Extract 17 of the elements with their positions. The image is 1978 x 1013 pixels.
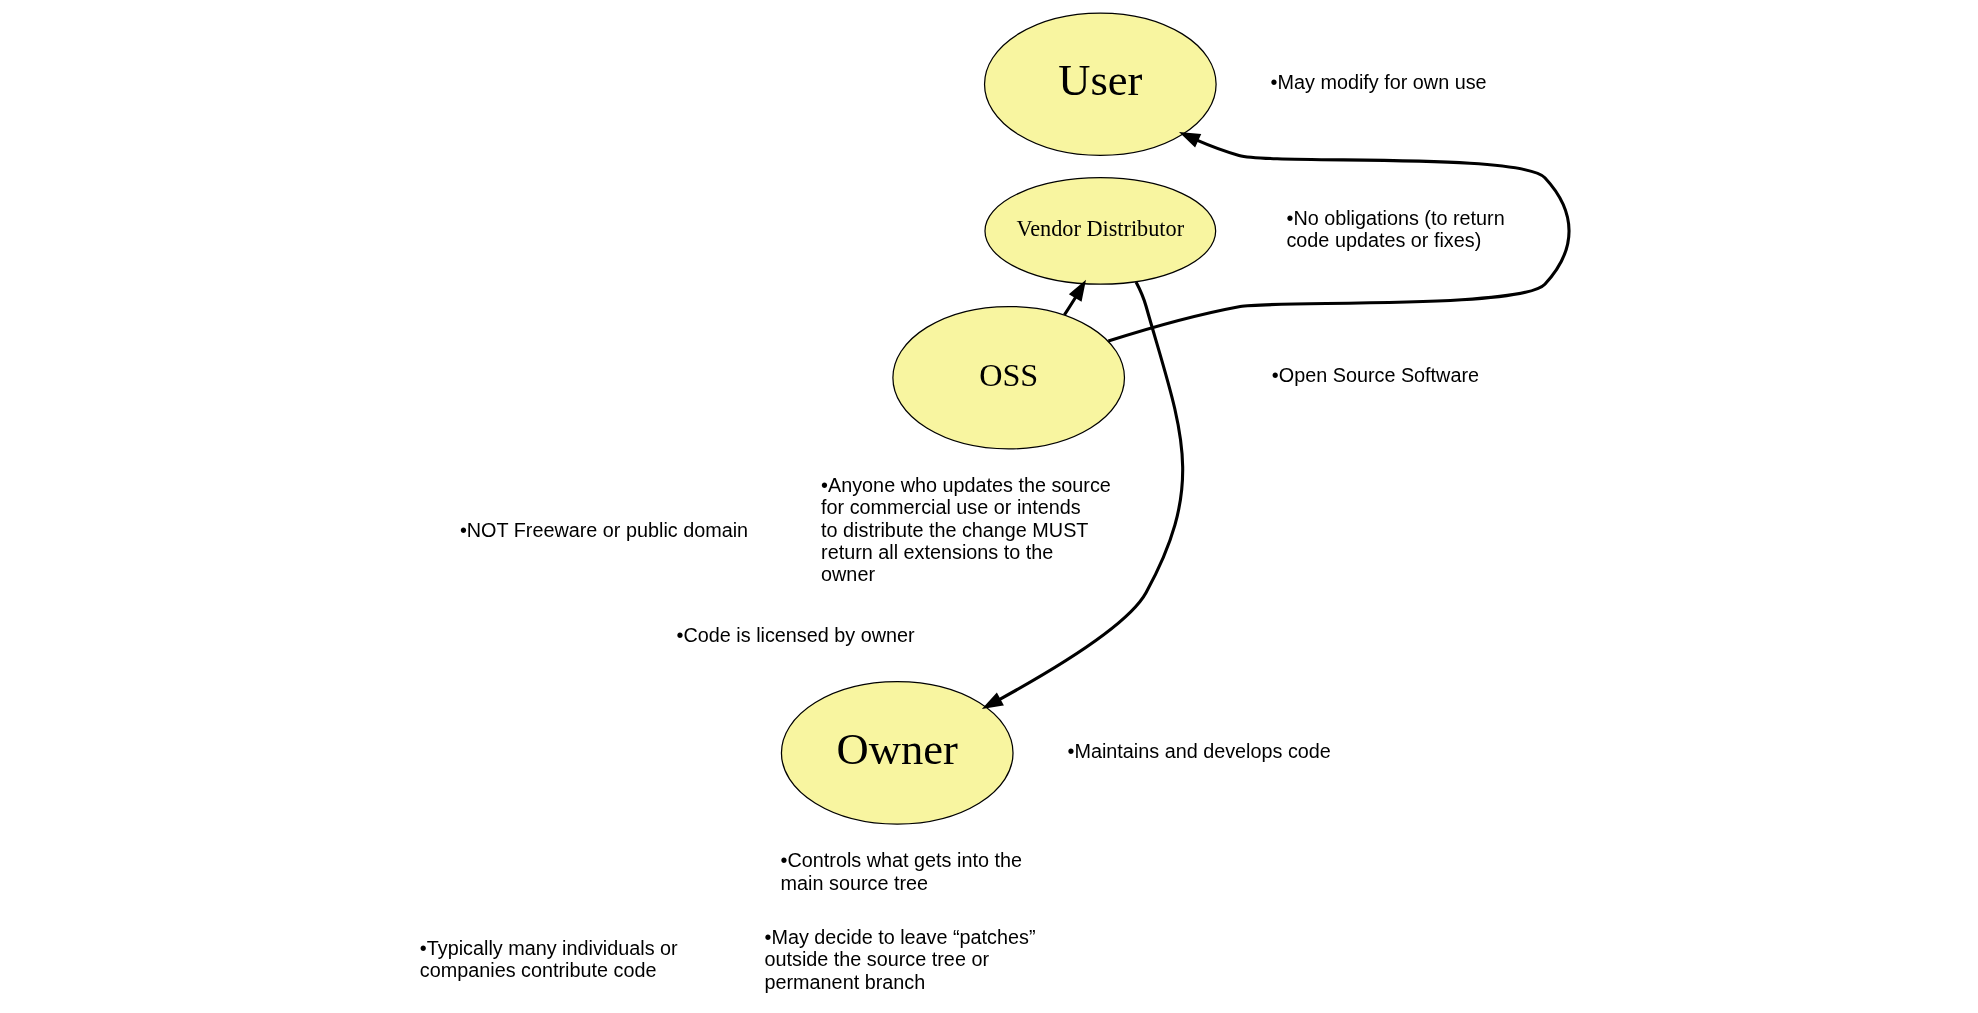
label: •May modify for own use <box>1270 70 1487 93</box>
arrow <box>1107 131 1570 343</box>
label: •Code is licensed by owner <box>676 623 915 646</box>
node-ellipse: Vendor Distributor <box>983 177 1216 285</box>
arrow <box>981 281 1184 710</box>
label: •NOT Freeware or public domain <box>459 518 748 541</box>
label: •Controls what gets into the main source tree <box>780 849 1022 894</box>
label: •May decide to leave “patches” outside the source tree or permanent branch <box>764 926 1036 993</box>
label: •Maintains and develops code <box>1067 739 1331 762</box>
node-ellipse: User <box>983 12 1217 157</box>
label: •Open Source Software <box>1271 364 1479 387</box>
label: •Anyone who updates the source for commercial use or intends to distribute the change MUST return all extensions to the owner <box>820 474 1111 586</box>
arrow <box>1062 279 1086 316</box>
node-ellipse: OSS <box>891 305 1125 450</box>
label: •No obligations (to return code updates or fixes) <box>1285 206 1505 251</box>
label: •Typically many individuals or companies contribute code <box>419 937 678 982</box>
node-ellipse: Owner <box>780 681 1014 825</box>
